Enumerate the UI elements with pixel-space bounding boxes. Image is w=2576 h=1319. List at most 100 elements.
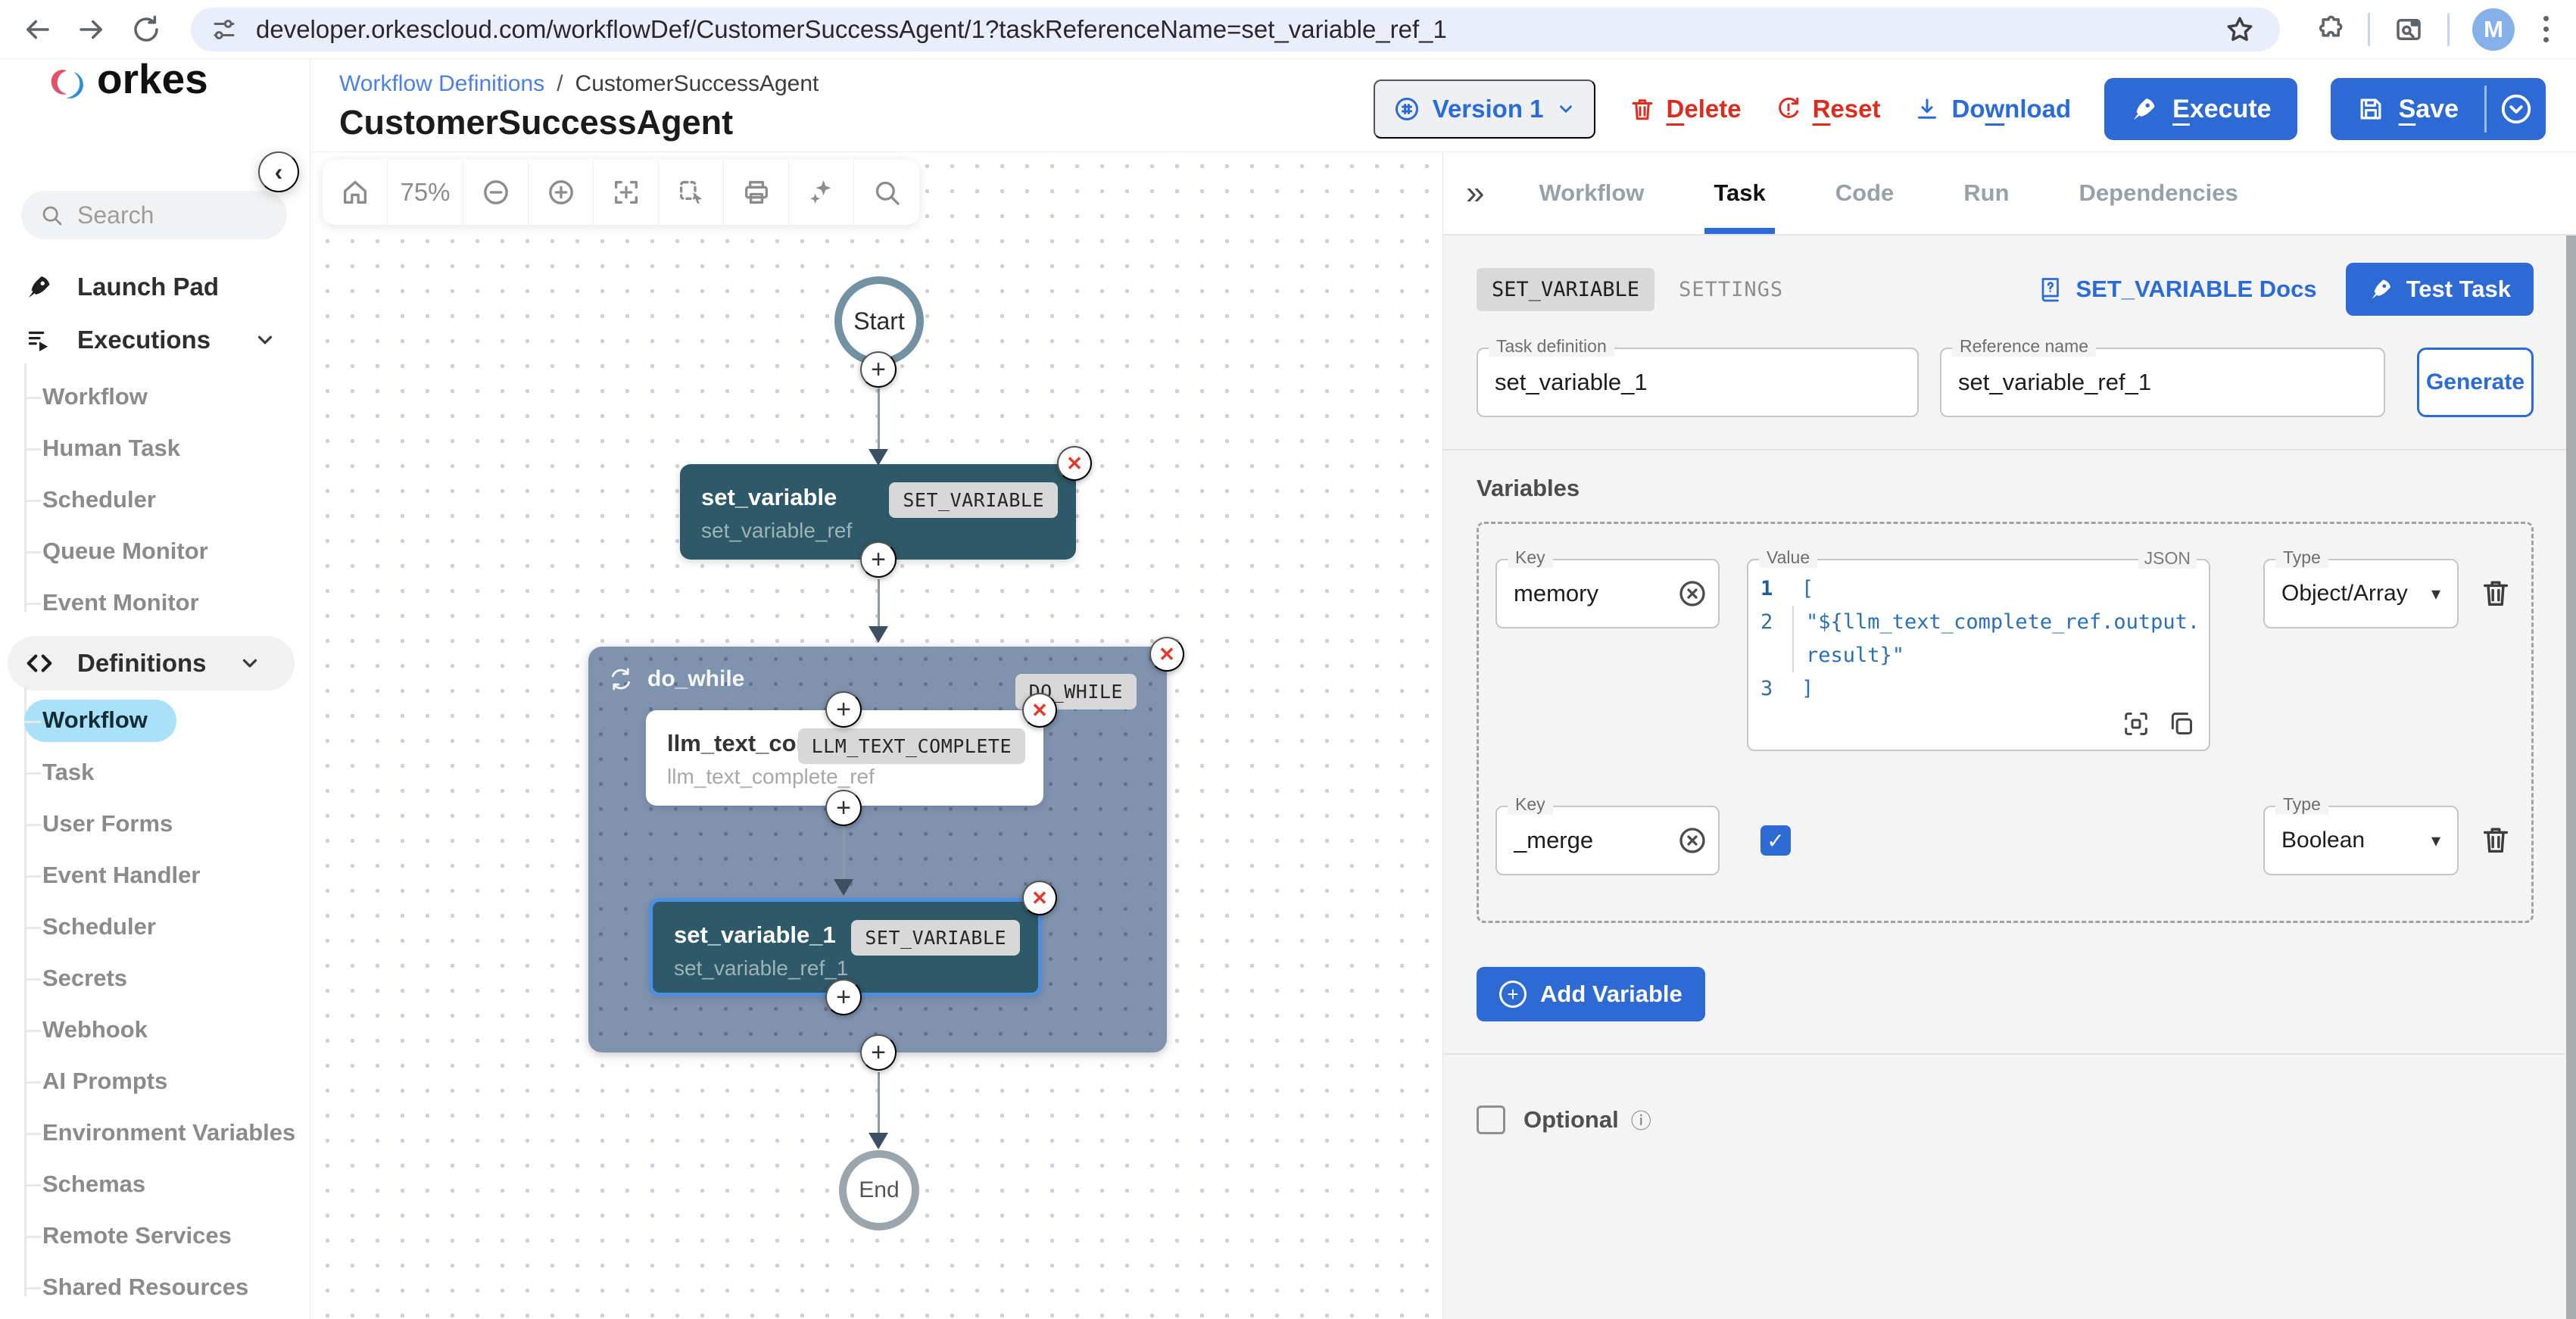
end-node[interactable]: End (839, 1150, 919, 1230)
edge-start-to-setvariable (878, 388, 880, 455)
version-selector[interactable]: Version 1 (1373, 80, 1595, 139)
type-value: Object/Array (2281, 581, 2408, 606)
address-bar[interactable]: developer.orkescloud.com/workflowDef/Cus… (191, 7, 2280, 51)
zoom-out-button[interactable] (463, 160, 529, 225)
type-field[interactable]: Type Boolean ▾ (2263, 794, 2459, 875)
sidebar-item-event-monitor[interactable]: Event Monitor (0, 577, 310, 628)
remove-task-button[interactable]: ✕ (1022, 881, 1057, 915)
sidebar-item-def-scheduler[interactable]: Scheduler (0, 901, 310, 953)
chevron-down-icon (254, 329, 276, 351)
sidebar-item-queue-monitor[interactable]: Queue Monitor (0, 525, 310, 577)
sidebar-search[interactable]: ⌘ K (21, 191, 492, 239)
search-tabs-icon[interactable] (2393, 14, 2425, 45)
download-button[interactable]: Download (1913, 95, 2071, 123)
breadcrumb-workflow-definitions-link[interactable]: Workflow Definitions (339, 71, 545, 96)
definitions-children: Workflow Task User Forms Event Handler S… (0, 688, 310, 1319)
reference-name-input[interactable] (1958, 369, 2367, 396)
type-field[interactable]: Type Object/Array ▾ (2263, 547, 2459, 628)
sidebar-collapse-button[interactable]: ‹ (258, 151, 299, 192)
add-task-button[interactable]: + (860, 351, 897, 388)
variables-container: Key Value JSON 1[ (1477, 522, 2534, 923)
sidebar-item-human-task[interactable]: Human Task (0, 423, 310, 474)
browser-back-button[interactable] (21, 14, 53, 45)
delete-variable-button[interactable] (2478, 822, 2513, 857)
sidebar-item-exec-scheduler[interactable]: Scheduler (0, 474, 310, 525)
key-field: Key (1495, 547, 1720, 628)
tab-workflow[interactable]: Workflow (1504, 152, 1679, 234)
key-input[interactable] (1514, 827, 1677, 854)
sidebar-item-schemas[interactable]: Schemas (0, 1158, 310, 1210)
zoom-in-button[interactable] (529, 160, 594, 225)
remove-do-while-button[interactable]: ✕ (1149, 637, 1184, 672)
reset-button[interactable]: Reset (1775, 95, 1880, 123)
remove-task-button[interactable]: ✕ (1022, 693, 1057, 728)
sidebar-item-remote-services[interactable]: Remote Services (0, 1210, 310, 1261)
generate-button[interactable]: Generate (2417, 348, 2534, 417)
add-task-button[interactable]: + (860, 541, 897, 578)
tab-run[interactable]: Run (1929, 152, 2044, 234)
delete-button[interactable]: Delete (1629, 95, 1742, 123)
extensions-icon[interactable] (2313, 14, 2345, 45)
test-task-button[interactable]: Test Task (2345, 263, 2534, 316)
select-mode-button[interactable] (659, 160, 724, 225)
site-settings-icon[interactable] (211, 16, 238, 43)
workflow-canvas[interactable]: 75% Start + set_variable (310, 152, 1442, 1319)
clear-key-icon[interactable] (1677, 578, 1707, 609)
delete-variable-button[interactable] (2478, 575, 2513, 610)
sidebar-item-exec-workflow[interactable]: Workflow (0, 371, 310, 423)
add-task-button[interactable]: + (825, 979, 862, 1015)
browser-menu-icon[interactable] (2537, 16, 2555, 42)
copy-icon[interactable] (2166, 709, 2197, 739)
home-view-button[interactable] (323, 160, 388, 225)
sidebar-item-shared-resources[interactable]: Shared Resources (0, 1261, 310, 1313)
save-button[interactable]: Save (2330, 78, 2484, 140)
expand-editor-icon[interactable] (2121, 709, 2151, 739)
sidebar-item-event-handler[interactable]: Event Handler (0, 850, 310, 901)
subtab-settings[interactable]: SETTINGS (1679, 277, 1784, 301)
sidebar-item-webhook[interactable]: Webhook (0, 1004, 310, 1056)
panel-content: SET_VARIABLE SETTINGS SET_VARIABLE Docs (1443, 235, 2576, 1319)
add-task-button[interactable]: + (825, 691, 862, 728)
sidebar-item-ai-prompts[interactable]: AI Prompts (0, 1056, 310, 1107)
tab-code[interactable]: Code (1801, 152, 1929, 234)
add-task-button[interactable]: + (825, 790, 862, 826)
ai-sparkles-button[interactable] (789, 160, 854, 225)
sidebar-item-user-forms[interactable]: User Forms (0, 798, 310, 850)
tab-task[interactable]: Task (1679, 152, 1800, 234)
task-definition-input[interactable] (1495, 369, 1901, 396)
subtab-set-variable[interactable]: SET_VARIABLE (1477, 267, 1655, 311)
sidebar: orkes ‹ ⌘ K Launch Pad Executions (0, 55, 492, 1319)
key-field: Key (1495, 794, 1720, 875)
panel-scrollbar[interactable] (2566, 235, 2576, 1319)
sidebar-item-executions[interactable]: Executions (0, 313, 310, 366)
sidebar-item-def-task[interactable]: Task (0, 747, 310, 798)
fit-view-button[interactable] (594, 160, 659, 225)
add-task-button[interactable]: + (860, 1034, 897, 1071)
bookmark-star-icon[interactable] (2210, 14, 2269, 45)
panel-collapse-icon[interactable]: » (1466, 174, 1485, 211)
tab-dependencies[interactable]: Dependencies (2044, 152, 2273, 234)
sidebar-item-launch-pad[interactable]: Launch Pad (0, 260, 310, 313)
value-json-editor[interactable]: Value JSON 1[ 2"${llm_text_complete_ref.… (1747, 547, 2210, 751)
save-options-button[interactable] (2487, 78, 2546, 140)
sidebar-item-secrets[interactable]: Secrets (0, 953, 310, 1004)
browser-reload-button[interactable] (130, 14, 162, 45)
zoom-level-button[interactable]: 75% (388, 160, 463, 225)
clear-key-icon[interactable] (1677, 825, 1707, 856)
save-button-group: Save (2330, 78, 2546, 140)
print-button[interactable] (724, 160, 789, 225)
canvas-search-button[interactable] (854, 160, 919, 225)
optional-checkbox[interactable] (1477, 1105, 1505, 1134)
sidebar-item-environment-variables[interactable]: Environment Variables (0, 1107, 310, 1158)
browser-forward-button[interactable] (76, 14, 108, 45)
execute-button[interactable]: Execute (2104, 78, 2297, 140)
json-code: 1[ 2"${llm_text_complete_ref.output.resu… (1760, 577, 2200, 700)
profile-avatar[interactable]: M (2472, 8, 2515, 51)
sidebar-item-def-workflow[interactable]: Workflow (0, 695, 310, 747)
boolean-value-checkbox-checked[interactable]: ✓ (1760, 825, 1791, 856)
remove-task-button[interactable]: ✕ (1057, 446, 1092, 481)
sidebar-item-definitions[interactable]: Definitions (8, 636, 295, 691)
add-variable-button[interactable]: + Add Variable (1477, 967, 1705, 1021)
set-variable-docs-link[interactable]: SET_VARIABLE Docs (2036, 276, 2317, 303)
key-input[interactable] (1514, 580, 1677, 607)
